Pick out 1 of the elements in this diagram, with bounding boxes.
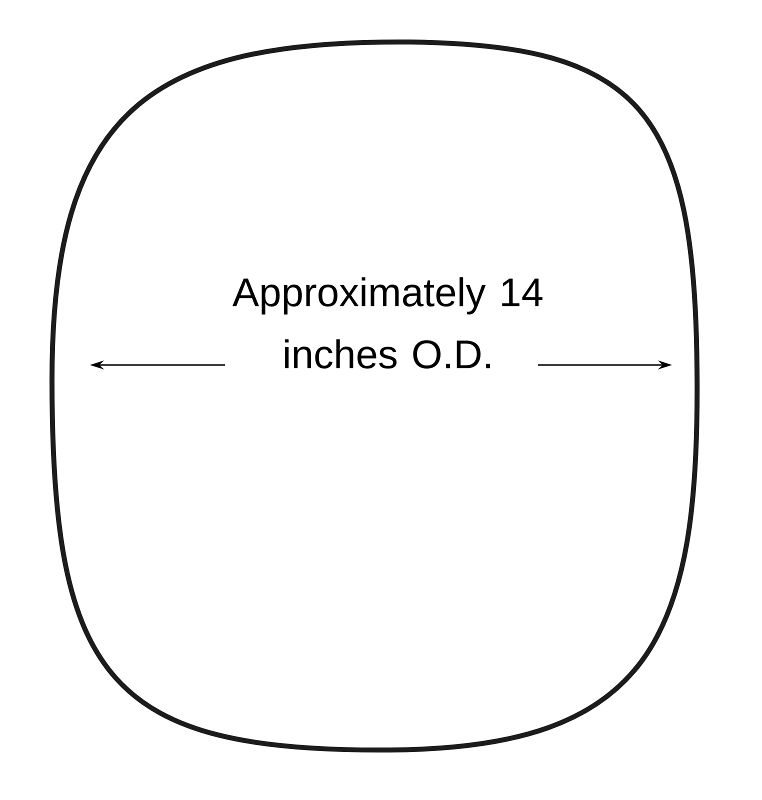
dimension-label: Approximately 14 inches O.D.	[232, 277, 542, 369]
